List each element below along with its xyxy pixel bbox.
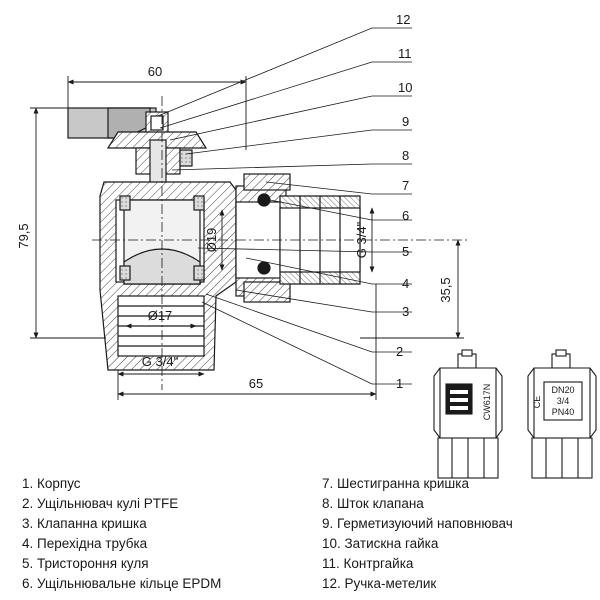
legend-item: 8. Шток клапана: [322, 496, 424, 511]
callout-numbers: 12 11 10 9 8 7 6 5 4 3 2 1: [396, 12, 412, 391]
callout-11: 11: [398, 46, 412, 61]
legend-item: 2. Ущільнювач кулі PTFE: [22, 496, 179, 511]
callout-4: 4: [402, 276, 409, 291]
legend-item: 10. Затискна гайка: [322, 536, 439, 551]
side-marking-dn: DN20: [551, 385, 574, 395]
callout-2: 2: [396, 344, 403, 359]
dim-inlet-diameter: Ø17: [148, 308, 173, 323]
legend-item: 4. Перехідна трубка: [22, 536, 148, 551]
callout-1: 1: [396, 376, 403, 391]
legend-item: 3. Клапанна кришка: [22, 516, 147, 531]
callout-9: 9: [402, 114, 409, 129]
legend-item: 7. Шестигранна кришка: [322, 476, 469, 491]
callout-8: 8: [402, 148, 409, 163]
dim-body-depth: 65: [249, 376, 263, 391]
callout-5: 5: [402, 244, 409, 259]
parts-legend-right: 7. Шестигранна кришка 8. Шток клапана 9.…: [322, 474, 513, 594]
side-view-left: [433, 349, 503, 479]
legend-item: 1. Корпус: [22, 476, 81, 491]
callout-12: 12: [396, 12, 410, 27]
dim-outlet-thread: G 3/4": [354, 221, 369, 258]
dim-inlet-thread: G 3/4": [142, 354, 179, 369]
callout-leaders: [157, 27, 412, 385]
callout-6: 6: [402, 208, 409, 223]
callout-10: 10: [398, 80, 412, 95]
side-marking-size: 3/4: [557, 396, 570, 406]
side-marking-left: CW617N: [482, 384, 492, 421]
callout-7: 7: [402, 178, 409, 193]
side-marking-pn: PN40: [552, 407, 575, 417]
outlet-assembly: [235, 173, 361, 303]
legend-item: 11. Контргайка: [322, 556, 414, 571]
side-view-right: [527, 349, 597, 479]
dim-handle-width: 60: [148, 64, 162, 79]
dim-total-height: 79,5: [16, 223, 31, 248]
legend-item: 9. Герметизуючий наповнювач: [322, 516, 513, 531]
legend-item: 5. Тристороння куля: [22, 556, 149, 571]
dimension-lines: [30, 76, 464, 400]
parts-legend-left: 1. Корпус 2. Ущільнювач кулі PTFE 3. Кла…: [22, 474, 221, 594]
butterfly-handle: [67, 107, 157, 139]
legend-item: 6. Ущільнювальне кільце EPDM: [22, 576, 222, 591]
side-marking-ce: CE: [532, 396, 542, 409]
callout-3: 3: [402, 304, 409, 319]
dim-outlet-height: 35,5: [438, 277, 453, 302]
dim-bore-diameter: Ø19: [204, 228, 219, 253]
legend-item: 12. Ручка-метелик: [322, 576, 437, 591]
valve-cross-section: [67, 96, 470, 390]
